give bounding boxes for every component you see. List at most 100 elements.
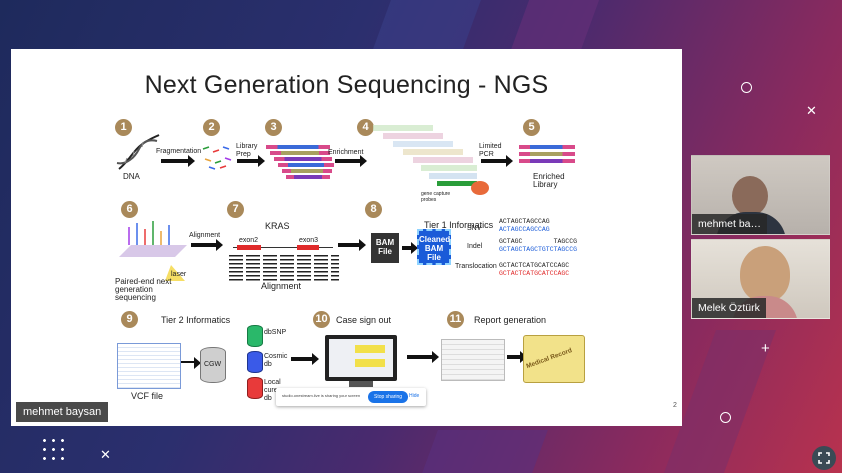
snv-label: SNV — [467, 225, 482, 232]
alignment-label: Alignment — [261, 281, 302, 291]
background-stripe — [422, 430, 548, 473]
report-generation-label: Report generation — [474, 315, 547, 325]
alignment-arrow — [191, 239, 223, 251]
tier2-informatics-label: Tier 2 Informatics — [161, 315, 231, 325]
fragmentation-label: Fragmentation — [156, 148, 202, 155]
limited-pcr-label: Limited PCR — [479, 143, 502, 158]
translocation-alt-seq: GCTACTCATGCATCCAGC — [499, 270, 570, 277]
local-db-label: Local cure db — [264, 379, 281, 402]
fullscreen-button[interactable] — [812, 446, 836, 470]
cosmic-database-icon — [247, 351, 263, 373]
case-sign-out-label: Case sign out — [336, 315, 392, 325]
snv-alt-seq: ACTAGCCAGCCAG — [499, 226, 550, 233]
participant-tile-melek[interactable]: Melek Öztürk — [691, 239, 830, 319]
gene-capture-label: gene capture probes — [421, 191, 451, 203]
exon2-block — [237, 245, 261, 250]
exon3-block — [297, 245, 319, 250]
dbsnp-database-icon — [247, 325, 263, 347]
ring-decoration — [741, 82, 752, 93]
cgw-database-icon — [200, 347, 226, 383]
bam-arrow — [338, 239, 366, 251]
aligned-reads — [229, 255, 339, 283]
indel-ref-seq: GCTAGC TAGCCG — [499, 238, 578, 245]
participant-name: mehmet ba… — [692, 214, 768, 234]
participant-video-figure — [732, 176, 768, 216]
screen-share-message: studio.onestream.live is sharing your sc… — [282, 393, 361, 398]
kras-gene-line — [233, 247, 333, 248]
translocation-ref-seq: GCTACTCATGCATCCAGC — [499, 262, 570, 269]
ring-decoration — [720, 412, 731, 423]
cross-decoration: ✕ — [806, 103, 817, 118]
report-document-image — [441, 339, 505, 381]
dna-fragments-illustration — [202, 146, 232, 170]
background-stripe — [510, 0, 600, 50]
limited-pcr-arrow — [481, 155, 513, 167]
cosmic-label: Cosmic db — [264, 353, 288, 368]
presenter-name: mehmet baysan — [23, 406, 102, 418]
exon2-label: exon2 — [239, 237, 259, 244]
participant-name: Melek Öztürk — [692, 298, 766, 318]
sequencing-flowcell-illustration — [119, 221, 187, 281]
plus-decoration: + — [761, 340, 770, 357]
report-arrow — [407, 351, 439, 363]
step-badge-1: 1 — [115, 119, 132, 136]
step-badge-4: 4 — [357, 119, 374, 136]
indel-alt-seq: GCTAGCTAGCTGTCTAGCCG — [499, 246, 578, 253]
vcf-file-label: VCF file — [131, 391, 164, 401]
translocation-label: Translocation — [455, 263, 497, 270]
presenter-name-tag: mehmet baysan — [16, 402, 109, 422]
library-prep-arrow — [237, 155, 265, 167]
step-badge-8: 8 — [365, 201, 382, 218]
participant-video-figure — [740, 246, 790, 302]
bam-file-box: BAM File — [371, 233, 399, 263]
alignment-arrow-label: Alignment — [189, 232, 221, 239]
fragmentation-arrow — [161, 155, 195, 167]
presentation-slide: Next Generation Sequencing - NGS 1 DNA F… — [11, 49, 682, 426]
exon3-label: exon3 — [299, 237, 319, 244]
snv-ref-seq: ACTAGCTAGCCAG — [499, 218, 550, 225]
participant-tile-mehmet[interactable]: mehmet ba… — [691, 155, 830, 235]
laser-label: laser — [171, 271, 187, 278]
step-badge-11: 11 — [447, 311, 464, 328]
library-prep-label: Library Prep — [236, 143, 258, 158]
hide-share-bar-button[interactable]: Hide — [409, 393, 420, 399]
enriched-library-label: Enriched Library — [533, 172, 565, 189]
medical-record-folder-icon — [523, 335, 585, 383]
step-badge-3: 3 — [265, 119, 282, 136]
step-badge-7: 7 — [227, 201, 244, 218]
local-database-icon — [247, 377, 263, 399]
dot-grid-decoration — [40, 436, 66, 462]
enriched-library-fragments — [519, 145, 579, 171]
slide-page-number: 2 — [673, 402, 677, 409]
enrichment-arrow — [335, 155, 367, 167]
kras-gene-label: KRAS — [265, 221, 290, 231]
step-badge-5: 5 — [523, 119, 540, 136]
monitor-stand — [349, 381, 373, 387]
clean-bam-arrow — [402, 242, 418, 254]
cleaned-bam-file-box: Cleaned BAM File — [417, 229, 451, 265]
step-badge-10: 10 — [313, 311, 330, 328]
dna-helix-illustration — [116, 134, 160, 170]
capture-probes-illustration — [373, 119, 489, 209]
stop-sharing-button[interactable]: Stop sharing — [368, 391, 409, 403]
screen-share-bar: studio.onestream.live is sharing your sc… — [276, 388, 426, 406]
library-fragments — [266, 145, 334, 185]
step-badge-9: 9 — [121, 311, 138, 328]
tier1-informatics-label: Tier 1 Informatics — [424, 220, 494, 230]
cross-decoration: ✕ — [100, 447, 111, 462]
vcf-spreadsheet-image — [117, 343, 181, 389]
cgw-label: CGW — [204, 361, 222, 368]
slide-title: Next Generation Sequencing - NGS — [144, 71, 549, 99]
fullscreen-icon — [818, 452, 830, 464]
paired-end-label: Paired-end next generation sequencing — [115, 277, 172, 302]
case-signout-arrow — [291, 353, 319, 365]
dna-label: DNA — [123, 172, 140, 181]
cgw-arrow — [181, 357, 201, 369]
monitor-illustration — [325, 335, 397, 381]
step-badge-6: 6 — [121, 201, 138, 218]
indel-label: Indel — [467, 243, 483, 250]
dbsnp-label: dbSNP — [264, 329, 287, 336]
medical-record-arrow — [507, 351, 527, 363]
step-badge-2: 2 — [203, 119, 220, 136]
enrichment-label: Enrichment — [328, 149, 364, 156]
